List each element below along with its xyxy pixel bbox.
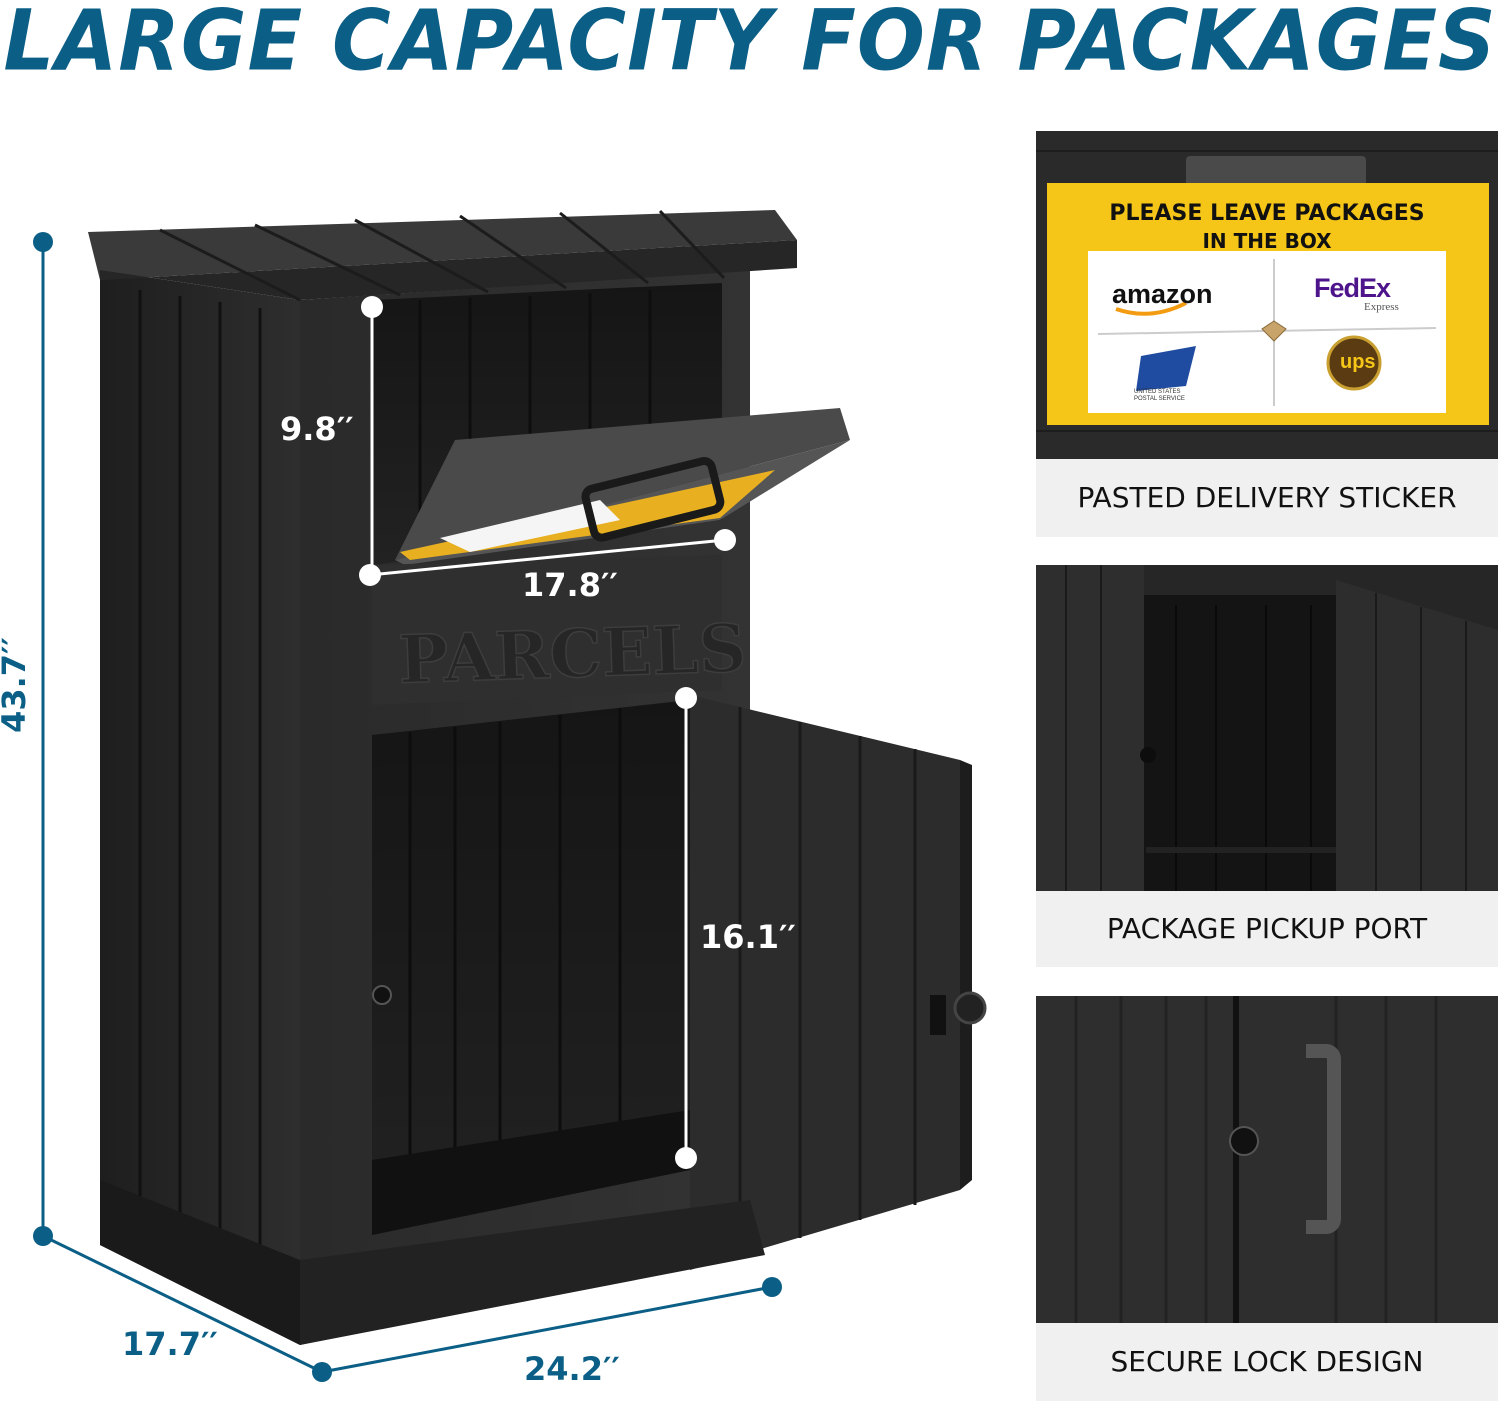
box-side-panel: [100, 270, 300, 1345]
slot-width-marker: [359, 529, 736, 586]
pickup-port-photo: [1036, 565, 1498, 891]
amazon-logo: amazon: [1112, 279, 1213, 309]
sticker-photo: PLEASE LEAVE PACKAGES IN THE BOX amazon …: [1036, 131, 1498, 459]
sticker-line1: PLEASE LEAVE PACKAGES: [1109, 201, 1425, 226]
parcels-engraving: PARCELS: [397, 609, 747, 699]
lock-icon: [953, 991, 987, 1025]
slot-width-label: 17.8′′: [522, 566, 618, 604]
sticker-line2: IN THE BOX: [1202, 229, 1332, 253]
caption-delivery-sticker: PASTED DELIVERY STICKER: [1036, 459, 1498, 537]
total-height-label: 43.7′′: [0, 637, 33, 733]
headline: LARGE CAPACITY FOR PACKAGES: [3, 0, 1497, 90]
ups-logo: ups: [1340, 351, 1376, 373]
slot-height-marker: [361, 296, 383, 575]
door-height-marker: [675, 687, 697, 1169]
open-door: [690, 695, 960, 1270]
caption-pickup-port: PACKAGE PICKUP PORT: [1036, 891, 1498, 967]
fedex-express-label: Express: [1364, 301, 1399, 313]
depth-label: 17.7′′: [122, 1325, 218, 1363]
slot-height-label: 9.8′′: [280, 410, 354, 448]
door-handle: [1306, 1044, 1341, 1234]
total-height-marker: [33, 232, 53, 1246]
usps-logo: UNITED STATES POSTAL SERVICE: [1134, 389, 1185, 402]
width-marker: [321, 1277, 782, 1374]
fedex-logo: FedEx: [1314, 273, 1391, 303]
door-height-label: 16.1′′: [700, 918, 796, 956]
caption-secure-lock: SECURE LOCK DESIGN: [1036, 1323, 1498, 1401]
lock-cylinder-icon: [1229, 1126, 1259, 1156]
secure-lock-photo: [1036, 996, 1498, 1323]
box-lid: [88, 210, 797, 280]
parcel-box-illustration: PARCELS: [33, 209, 987, 1382]
width-label: 24.2′′: [524, 1350, 620, 1388]
